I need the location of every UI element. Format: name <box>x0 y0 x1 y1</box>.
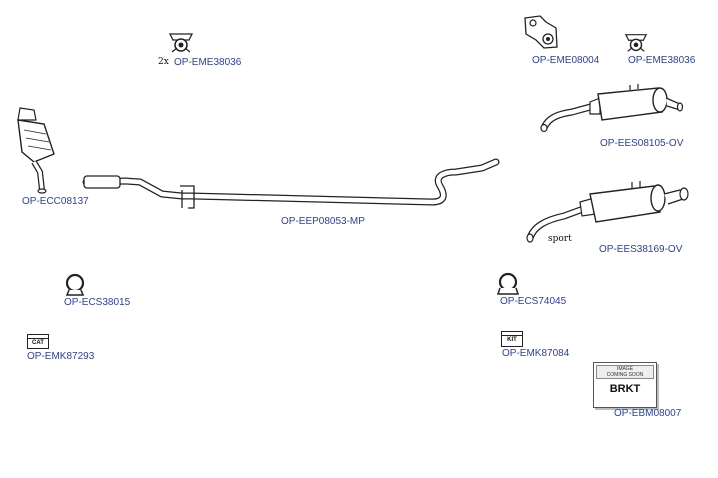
bracket-image-placeholder[interactable]: IMAGE COMING SOON BRKT <box>593 362 657 408</box>
mounting-kit-icon[interactable]: KIT <box>501 331 523 347</box>
placeholder-line2: COMING SOON <box>606 372 644 378</box>
middle-pipe-icon[interactable] <box>82 156 502 214</box>
part-label-ebm08007[interactable]: OP-EBM08007 <box>614 408 682 419</box>
part-label-eme08004[interactable]: OP-EME08004 <box>532 55 600 66</box>
part-label-emk87293[interactable]: OP-EMK87293 <box>27 351 95 362</box>
kit-icon-text: CAT <box>32 340 44 346</box>
sport-variant-label: sport <box>548 234 572 244</box>
part-label-ees38169[interactable]: OP-EES38169-OV <box>599 244 683 255</box>
part-label-eme38036-right[interactable]: OP-EME38036 <box>628 55 696 66</box>
part-label-ecc08137[interactable]: OP-ECC08137 <box>22 196 89 207</box>
part-label-ecs74045[interactable]: OP-ECS74045 <box>500 296 567 307</box>
rear-silencer-sport-icon[interactable] <box>524 176 694 244</box>
mounting-kit-cat-icon[interactable]: CAT <box>27 334 49 349</box>
part-label-eep08053[interactable]: OP-EEP08053-MP <box>281 216 365 227</box>
clamp-icon[interactable] <box>496 270 520 296</box>
placeholder-line1: IMAGE <box>616 366 634 372</box>
bracket-box-text: BRKT <box>609 383 641 395</box>
clamp-icon[interactable] <box>64 272 86 296</box>
quantity-label: 2x <box>158 57 169 67</box>
catalytic-converter-icon[interactable] <box>14 106 62 196</box>
kit-icon-text: KIT <box>507 337 517 343</box>
rubber-mount-icon[interactable] <box>624 32 648 54</box>
part-label-ecs38015[interactable]: OP-ECS38015 <box>64 297 131 308</box>
mounting-bracket-icon[interactable] <box>522 14 560 50</box>
rubber-mount-icon[interactable] <box>168 32 194 54</box>
part-label-emk87084[interactable]: OP-EMK87084 <box>502 348 570 359</box>
part-label-ees08105[interactable]: OP-EES08105-OV <box>600 138 684 149</box>
part-label-eme38036-left[interactable]: OP-EME38036 <box>174 57 242 68</box>
image-coming-soon-banner: IMAGE COMING SOON <box>596 365 654 379</box>
rear-silencer-icon[interactable] <box>538 84 688 138</box>
